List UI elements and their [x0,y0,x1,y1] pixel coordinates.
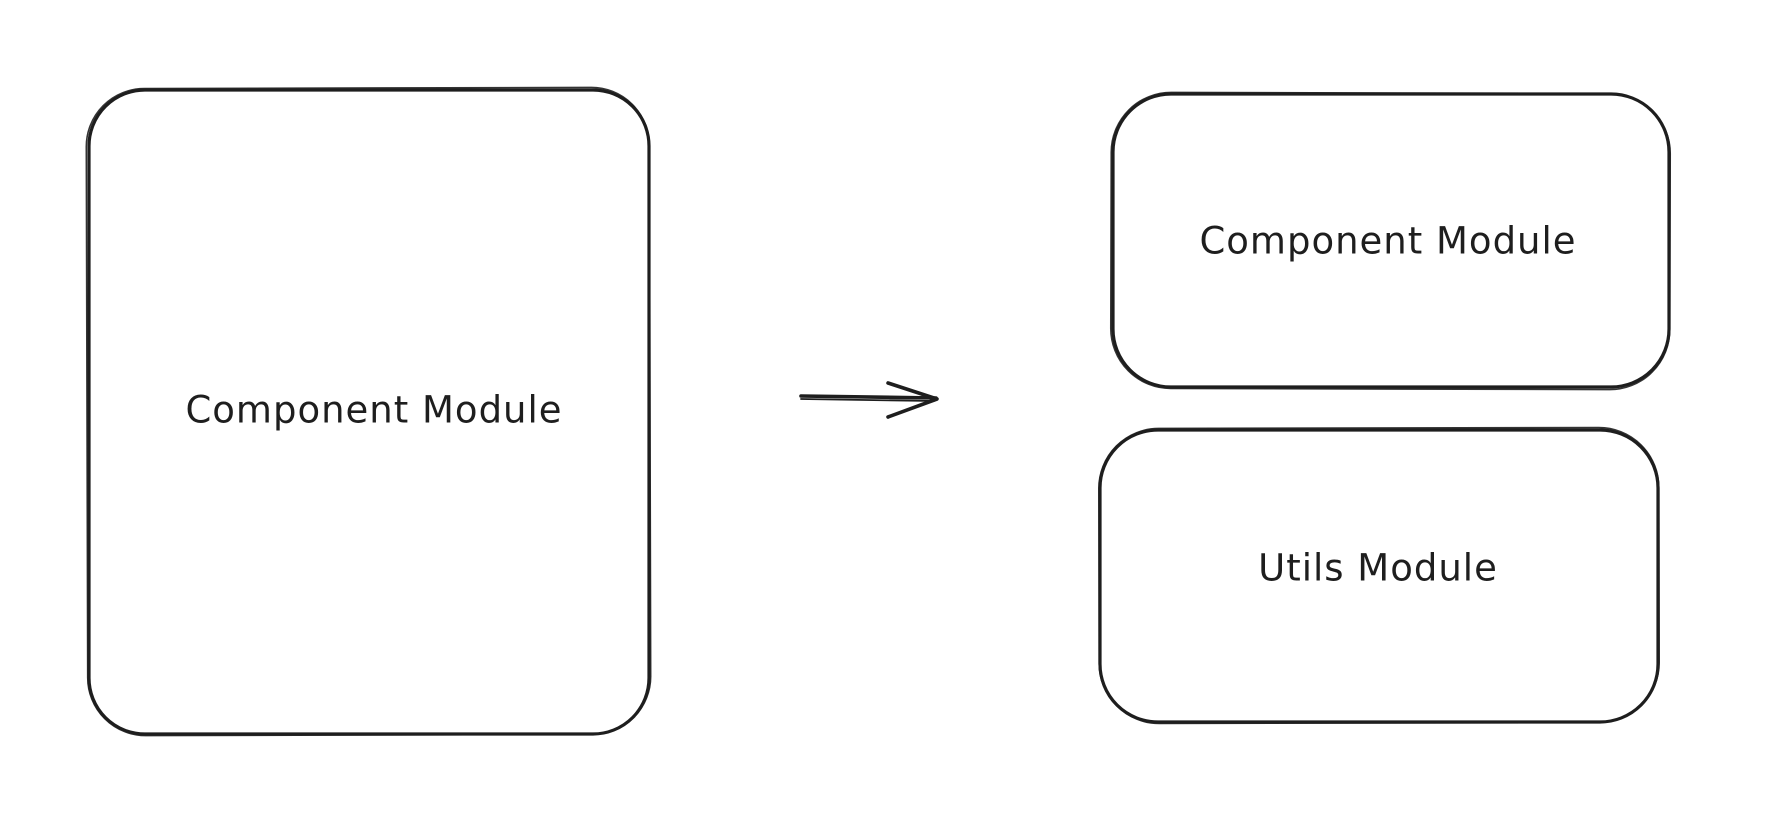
target-module-box-component[interactable]: Component Module [1109,91,1672,391]
source-module-box[interactable]: Component Module [85,86,652,737]
target-module-label-utils: Utils Module [1258,547,1498,590]
target-module-box-utils[interactable]: Utils Module [1098,426,1660,725]
target-module-label-component: Component Module [1199,220,1576,263]
source-module-label: Component Module [185,389,562,432]
transform-arrow [799,381,939,419]
